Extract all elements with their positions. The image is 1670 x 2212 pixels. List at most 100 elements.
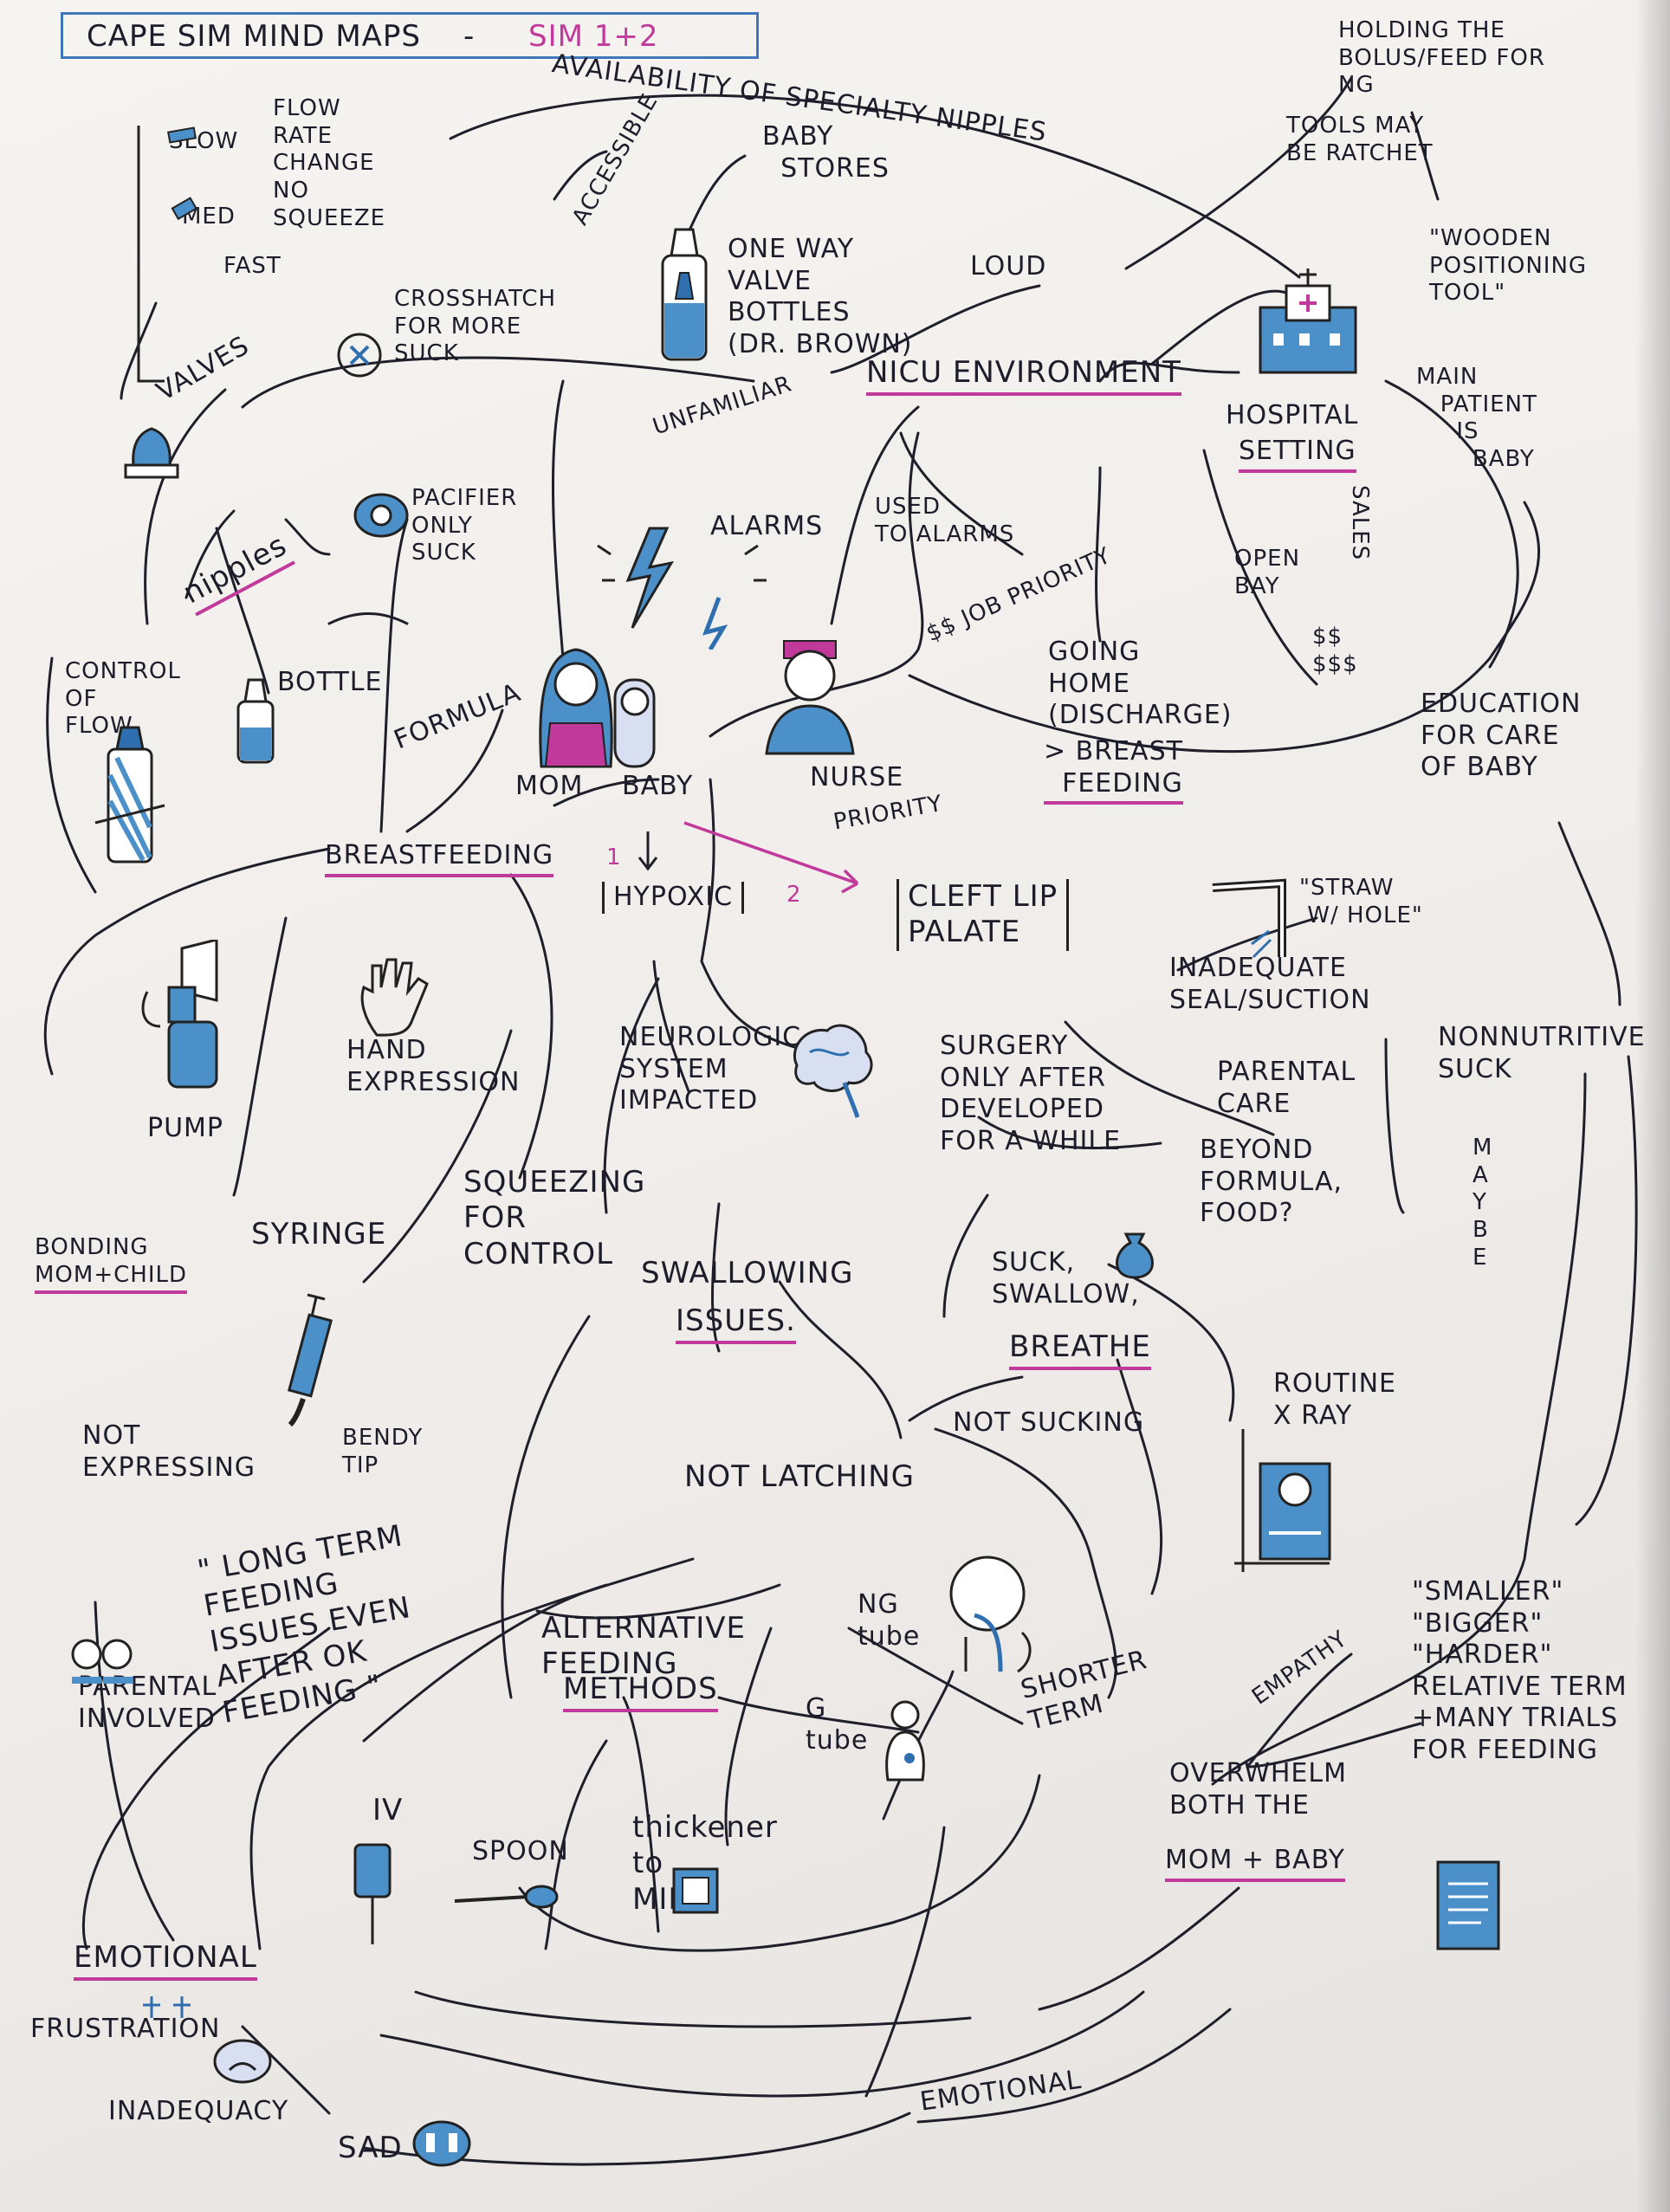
parents-icon [71,1639,133,1684]
money-bag-icon [1116,1232,1154,1279]
hand-icon [360,958,429,1037]
title-box [61,12,759,59]
thickener-box-icon [672,1867,719,1914]
hospital-label: HOSPITAL [1226,400,1359,430]
parental-care-label: PARENTAL CARE [1217,1057,1356,1119]
bottle-icon [236,678,275,764]
wooden-tool-label: "WOODEN POSITIONING TOOL" [1429,225,1588,307]
mom-and-baby-label: MOM + BABY [1165,1845,1345,1882]
sparkle-icon [143,1996,191,2018]
page-title: CAPE SIM MIND MAPS [87,19,422,54]
beyond-formula-label: BEYOND FORMULA, FOOD? [1200,1135,1343,1229]
setting-label: SETTING [1239,436,1356,473]
alternative-feeding-label: ALTERNATIVE FEEDING [541,1611,746,1682]
going-home-label: GOING HOME (DISCHARGE) [1048,637,1233,731]
flow-rate-label: FLOW RATE CHANGE NO SQUEEZE [273,95,386,231]
pacifier-icon [353,493,409,538]
open-bay-label: OPEN BAY [1234,546,1301,599]
surgery-label: SURGERY ONLY AFTER DEVELOPED FOR A WHILE [940,1031,1122,1156]
breastfeeding-discharge-label: > BREAST FEEDING [1044,736,1183,805]
spoon-icon [454,1885,559,1909]
used-to-alarms-label: USED TO ALARMS [875,494,1015,547]
bendy-tip-label: BENDY TIP [342,1425,424,1478]
hospital-building-icon [1259,268,1357,374]
control-of-flow-label: CONTROL OF FLOW [65,658,181,740]
nonnutritive-suck-label: NONNUTRITIVE SUCK [1438,1022,1646,1084]
swallowing-label: SWALLOWING [641,1256,854,1290]
not-sucking-label: NOT SUCKING [953,1407,1145,1438]
baby-label: BABY [622,771,694,801]
money-label: $$ $$$ [1312,624,1358,677]
frustration-label: FRUSTRATION [30,2014,221,2044]
routine-xray-label: ROUTINE X RAY [1273,1368,1396,1431]
baby-stores-label: BABY STORES [762,121,890,184]
crosshatch-icon [337,333,382,378]
mom-and-baby-figure-icon [539,648,656,768]
breathe-label: BREATHE [1009,1329,1151,1371]
step-two-marker: 2 [786,882,802,908]
nicu-environment-label: NICU ENVIRONMENT [866,355,1181,397]
hypoxic-label: HYPOXIC [602,882,745,914]
iv-label: IV [372,1793,404,1827]
education-label: EDUCATION FOR CARE OF BABY [1421,689,1582,783]
methods-label: METHODS [563,1672,718,1713]
sales-label: SALES [1347,485,1373,561]
not-latching-label: NOT LATCHING [684,1459,916,1494]
alarms-label: ALARMS [710,511,824,541]
document-icon [1436,1860,1500,1950]
bottle-label: BOTTLE [277,667,383,697]
pacifier-label: PACIFIER ONLY SUCK [411,485,518,566]
squeezing-label: SQUEEZING FOR CONTROL [463,1165,646,1271]
inadequacy-label: INADEQUACY [108,2096,289,2126]
valve-nipple-icon [124,427,179,479]
ng-tube-baby-icon [949,1556,1032,1673]
nurse-figure-icon [765,640,855,755]
straw-icon [1212,878,1286,959]
pump-label: PUMP [147,1113,224,1143]
not-expressing-label: NOT EXPRESSING [82,1420,256,1483]
overwhelm-label: OVERWHELM BOTH THE [1169,1758,1347,1821]
crosshatch-label: CROSSHATCH FOR MORE SUCK [394,286,557,367]
lightning-alarm-icon [597,527,767,650]
spoon-label: SPOON [472,1836,569,1866]
xray-machine-icon [1234,1429,1331,1572]
crying-face-icon [412,2120,471,2167]
nurse-label: NURSE [810,762,904,792]
control-flow-bottle-icon [94,726,165,863]
emotional-label: EMOTIONAL [74,1940,257,1982]
breast-pump-icon [141,940,218,1089]
g-tube-baby-icon [885,1700,925,1782]
parental-involved-label: PARENTAL INVOLVED [78,1672,217,1734]
neurologic-impacted-label: NEUROLOGIC SYSTEM IMPACTED [619,1022,802,1116]
main-patient-label: MAIN PATIENT IS BABY [1416,364,1537,473]
g-tube-label: G tube [806,1693,869,1756]
page-subtitle: SIM 1+2 [528,19,659,54]
inadequate-seal-label: INADEQUATE SEAL/SUCTION [1169,953,1371,1015]
cleft-lip-palate-label: CLEFT LIP PALATE [896,879,1070,951]
syringe-label: SYRINGE [251,1217,387,1252]
breastfeeding-label: BREASTFEEDING [325,840,554,877]
flow-nipples-icon [137,126,197,383]
step-one-marker: 1 [606,844,622,870]
long-term-quote: " LONG TERM FEEDING ISSUES EVEN AFTER OK… [195,1518,414,1730]
relative-terms-quote: "SMALLER" "BIGGER" "HARDER" RELATIVE TER… [1412,1576,1628,1765]
sad-label: SAD [338,2131,403,2165]
iv-bag-icon [353,1843,392,1944]
loud-label: LOUD [970,251,1047,281]
flow-fast-label: FAST [223,253,282,279]
maybe-label: M A Y B E [1473,1135,1493,1271]
title-separator: - [463,19,476,54]
syringe-icon [287,1293,333,1427]
mom-label: MOM [515,771,584,801]
bonding-label: BONDING MOM+CHILD [35,1234,187,1295]
holding-bolus-label: HOLDING THE BOLUS/FEED FOR NG [1338,17,1545,99]
tools-ratchet-label: TOOLS MAY BE RATCHET [1286,113,1434,166]
sad-face-icon [213,2039,272,2084]
brain-icon [793,1024,873,1118]
hand-expression-label: HAND EXPRESSION [346,1035,521,1097]
ng-tube-label: NG tube [858,1589,921,1652]
straw-with-hole-label: "STRAW W/ HOLE" [1299,875,1423,928]
suck-swallow-label: SUCK, SWALLOW, [992,1247,1140,1310]
